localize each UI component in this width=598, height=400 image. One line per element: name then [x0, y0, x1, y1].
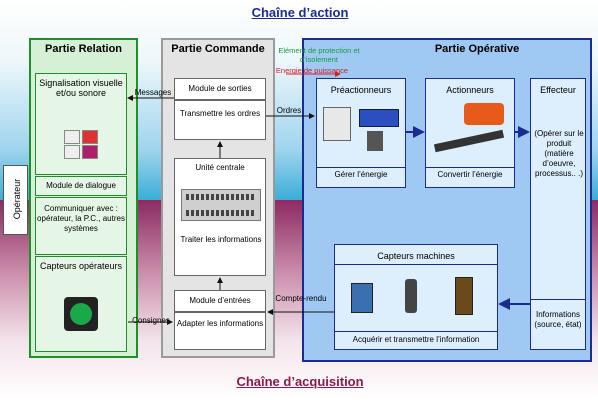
traiter-label: Traiter les informations — [180, 235, 262, 244]
consignes-label: Consignes — [132, 316, 170, 325]
capteurs-operateurs-box: Capteurs opérateurs — [35, 256, 127, 352]
element-protection-label: Elément de protection et d’isolement — [278, 46, 360, 64]
chaine-action-title: Chaîne d’action — [251, 5, 349, 20]
signalisation-label: Signalisation visuelle et/ou sonore — [39, 78, 123, 98]
informations-label: Informations (source, état) — [531, 299, 585, 330]
adapter-label: Adapter les informations — [176, 319, 264, 328]
acquerir-label: Acquérir et transmettre l’information — [335, 331, 497, 345]
module-dialogue-box: Module de dialogue — [35, 176, 127, 196]
convertir-label: Convertir l’énergie — [426, 167, 514, 180]
communiquer-box: Communiquer avec : opérateur, la P.C., a… — [35, 197, 127, 255]
unite-centrale-box: Unité centrale Traiter les informations — [174, 158, 266, 276]
module-entrees-box: Module d’entrées — [174, 290, 266, 312]
green-button-icon — [64, 297, 98, 331]
preactionneurs-box: Préactionneurs Gérer l’énergie — [316, 78, 406, 188]
partie-relation-title: Partie Relation — [44, 43, 123, 55]
communiquer-label: Communiquer avec : opérateur, la P.C., a… — [37, 204, 125, 233]
proximity-sensor-icon — [405, 279, 417, 313]
valve-icon — [359, 109, 399, 127]
transmettre-label: Transmettre les ordres — [179, 109, 261, 118]
module-entrees-label: Module d’entrées — [189, 296, 251, 305]
module-dialogue-label: Module de dialogue — [46, 181, 116, 190]
partie-operative-title: Partie Opérative — [434, 43, 520, 55]
gerer-label: Gérer l’énergie — [317, 167, 405, 180]
adapter-box: Adapter les informations — [174, 312, 266, 350]
unite-centrale-label: Unité centrale — [195, 163, 245, 172]
actionneurs-label: Actionneurs — [446, 85, 494, 95]
motor-icon — [464, 103, 504, 125]
chaine-acquisition-title: Chaîne d’acquisition — [236, 374, 364, 389]
transmettre-box: Transmettre les ordres — [174, 100, 266, 140]
partie-commande-title: Partie Commande — [171, 43, 265, 55]
limit-switch-icon — [351, 283, 373, 313]
ordres-label: Ordres — [276, 106, 302, 115]
module-sorties-box: Module de sorties — [174, 78, 266, 100]
operator-label: Opérateur — [3, 165, 28, 235]
solenoid-icon — [367, 131, 383, 151]
capteurs-machines-box: Capteurs machines Acquérir et transmettr… — [334, 244, 498, 350]
photo-sensor-icon — [455, 277, 473, 315]
compte-rendu-label: Compte-rendu — [275, 294, 327, 303]
contactor-icon — [323, 107, 351, 141]
operer-label: (Opérer sur le produit (matière d’oeuvre… — [534, 129, 584, 178]
messages-label: Messages — [134, 88, 172, 97]
preactionneurs-label: Préactionneurs — [330, 85, 392, 95]
effecteur-box: Effecteur (Opérer sur le produit (matièr… — [530, 78, 586, 350]
module-sorties-label: Module de sorties — [188, 84, 252, 93]
capteurs-machines-label: Capteurs machines — [335, 251, 497, 265]
plc-icon — [181, 189, 261, 221]
energie-puissance-label: Energie de puissance — [275, 66, 349, 75]
signalisation-box: Signalisation visuelle et/ou sonore — [35, 73, 127, 175]
pushbutton-icon — [64, 130, 100, 159]
effecteur-label: Effecteur — [540, 85, 576, 95]
capteurs-operateurs-label: Capteurs opérateurs — [39, 261, 123, 271]
actionneurs-box: Actionneurs Convertir l’énergie — [425, 78, 515, 188]
